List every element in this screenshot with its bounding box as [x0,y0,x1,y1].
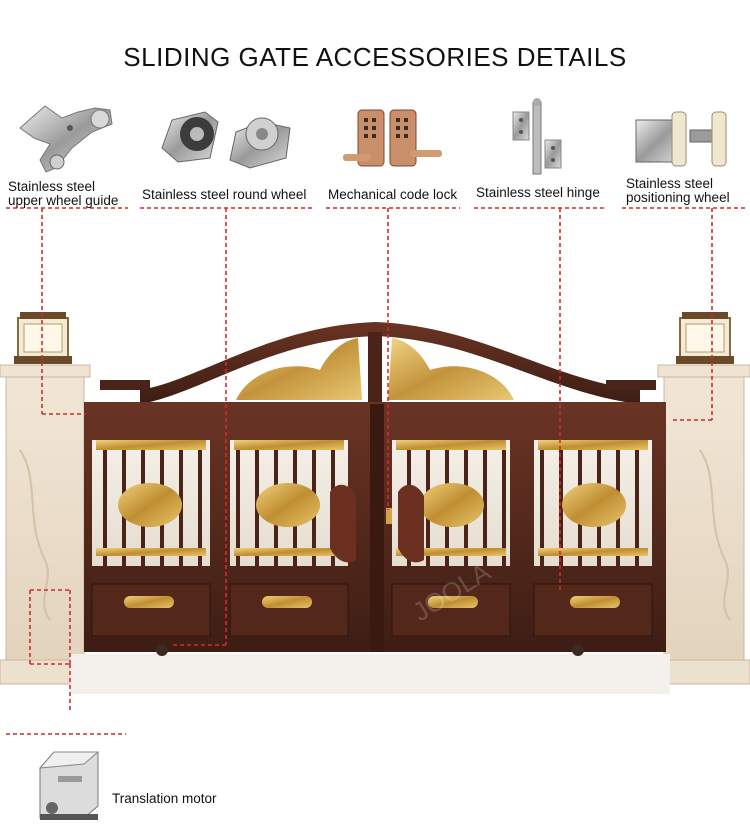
label-upper-wheel-guide: Stainless steel upper wheel guide [8,179,119,208]
label-positioning-wheel: Stainless steel positioning wheel [626,176,730,205]
upper-wheel-guide-icon [19,105,113,173]
callout-lines [6,207,746,735]
gate [84,322,666,656]
left-pillar [0,364,93,685]
code-lock-icon [343,109,442,167]
label-translation-motor: Translation motor [112,791,217,806]
label-code-lock: Mechanical code lock [328,187,458,202]
round-wheel-icon [161,111,291,169]
label-hinge: Stainless steel hinge [476,185,600,200]
ground [70,654,670,694]
positioning-wheel-icon [635,111,727,167]
page-title: SLIDING GATE ACCESSORIES DETAILS [123,42,627,72]
translation-motor-icon [38,751,100,820]
left-lamp [14,312,72,364]
label-round-wheel: Stainless steel round wheel [142,187,307,202]
hinge-icon [512,98,562,175]
right-pillar [655,364,750,685]
right-lamp [676,312,734,364]
